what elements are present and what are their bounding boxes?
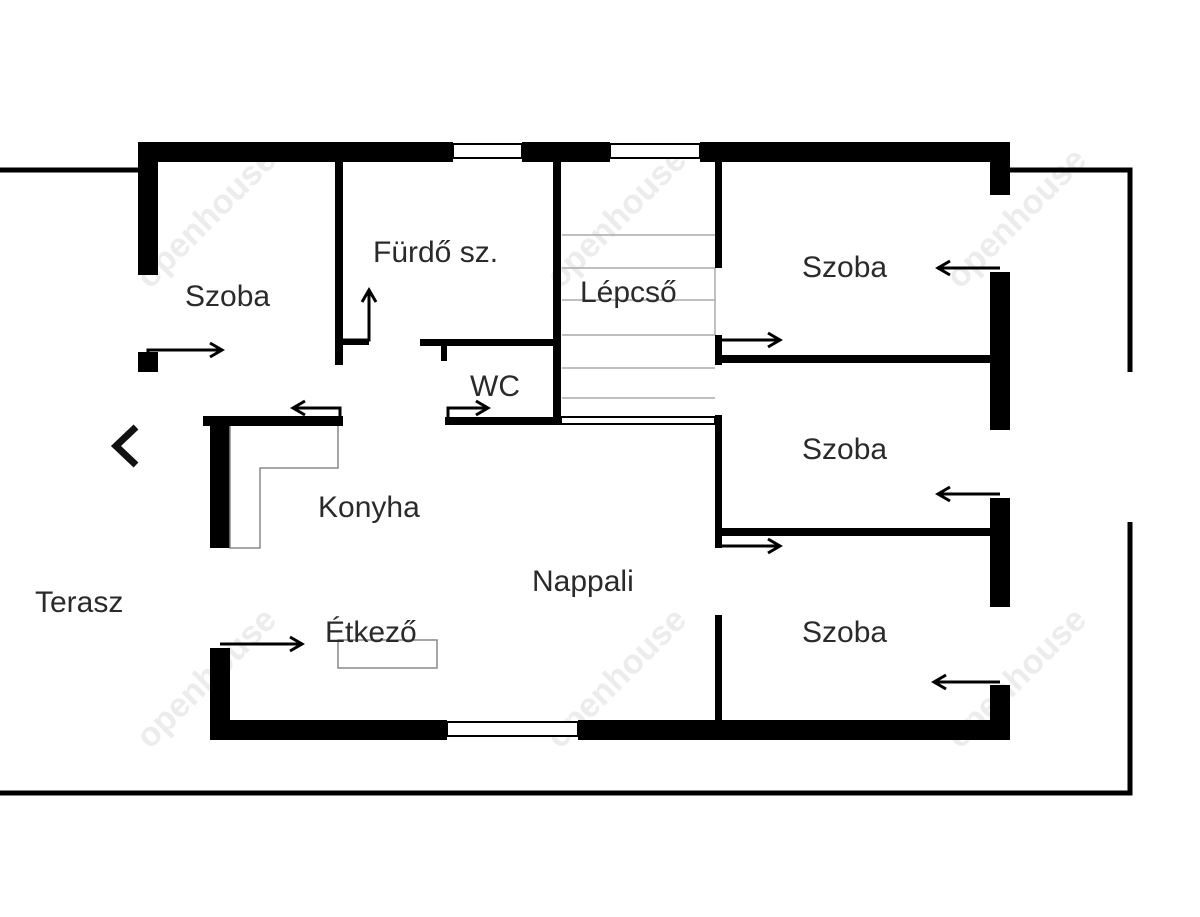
room-label-furdo: Fürdő sz. bbox=[373, 236, 498, 269]
room-label-szoba: Szoba bbox=[802, 616, 887, 649]
stairs bbox=[562, 234, 716, 399]
room-label-szoba: Szoba bbox=[185, 280, 270, 313]
watermark: openhouse bbox=[539, 141, 694, 296]
room-label-wc: WC bbox=[470, 370, 520, 403]
terrace-outline bbox=[0, 167, 1133, 796]
furniture bbox=[229, 426, 438, 669]
room-label-terasz: Terasz bbox=[35, 586, 123, 619]
chevron-left-icon bbox=[110, 424, 139, 468]
door-arrows bbox=[146, 259, 1000, 691]
room-label-konyha: Konyha bbox=[318, 491, 420, 524]
room-label-lepcso: Lépcső bbox=[580, 276, 677, 309]
room-label-szoba: Szoba bbox=[802, 433, 887, 466]
walls bbox=[138, 142, 1010, 740]
room-label-szoba: Szoba bbox=[802, 251, 887, 284]
watermarks: openhouse openhouse openhouse openhouse … bbox=[129, 141, 1094, 756]
windows bbox=[446, 143, 716, 737]
watermark: openhouse bbox=[939, 141, 1094, 296]
room-label-etkezo: Étkező bbox=[325, 616, 417, 649]
room-label-nappali: Nappali bbox=[532, 565, 634, 598]
room-labels: Szoba Fürdő sz. Lépcső WC Szoba Szoba Sz… bbox=[35, 236, 887, 649]
previous-image-button[interactable] bbox=[100, 418, 150, 474]
